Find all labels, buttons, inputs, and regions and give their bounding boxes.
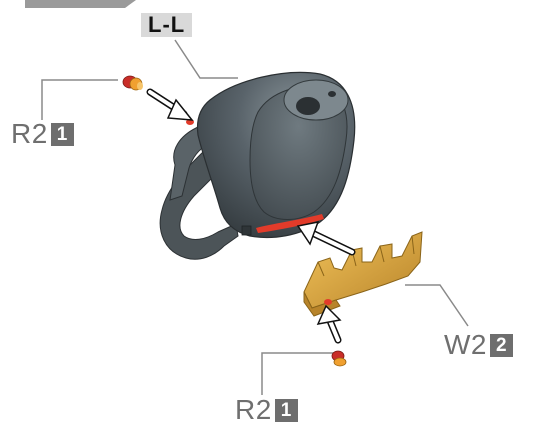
callout-r2-upper: R2 1 [11, 120, 74, 148]
leader-line-section [175, 40, 238, 78]
arrow-upper-plug [150, 92, 192, 120]
sealing-plug-lower [332, 351, 346, 366]
arrow-comb [298, 222, 352, 252]
callout-r2-lower-text: R2 [235, 396, 272, 424]
leader-line-r2-lower [262, 353, 334, 395]
callout-r2-upper-badge: 1 [51, 123, 74, 146]
sealing-plug-upper [123, 76, 143, 90]
callout-r2-upper-text: R2 [11, 120, 48, 148]
connector-housing [160, 72, 355, 259]
callout-r2-lower: R2 1 [235, 396, 298, 424]
callout-r2-lower-badge: 1 [275, 399, 298, 422]
header-strip [25, 0, 136, 8]
leader-line-w2 [405, 285, 468, 326]
section-label: L-L [141, 13, 192, 37]
callout-w2-badge: 2 [490, 334, 513, 357]
callout-w2: W2 2 [444, 331, 513, 359]
callout-w2-text: W2 [444, 331, 487, 359]
leader-line-r2-upper [42, 80, 118, 120]
terminal-comb-part [304, 232, 422, 316]
